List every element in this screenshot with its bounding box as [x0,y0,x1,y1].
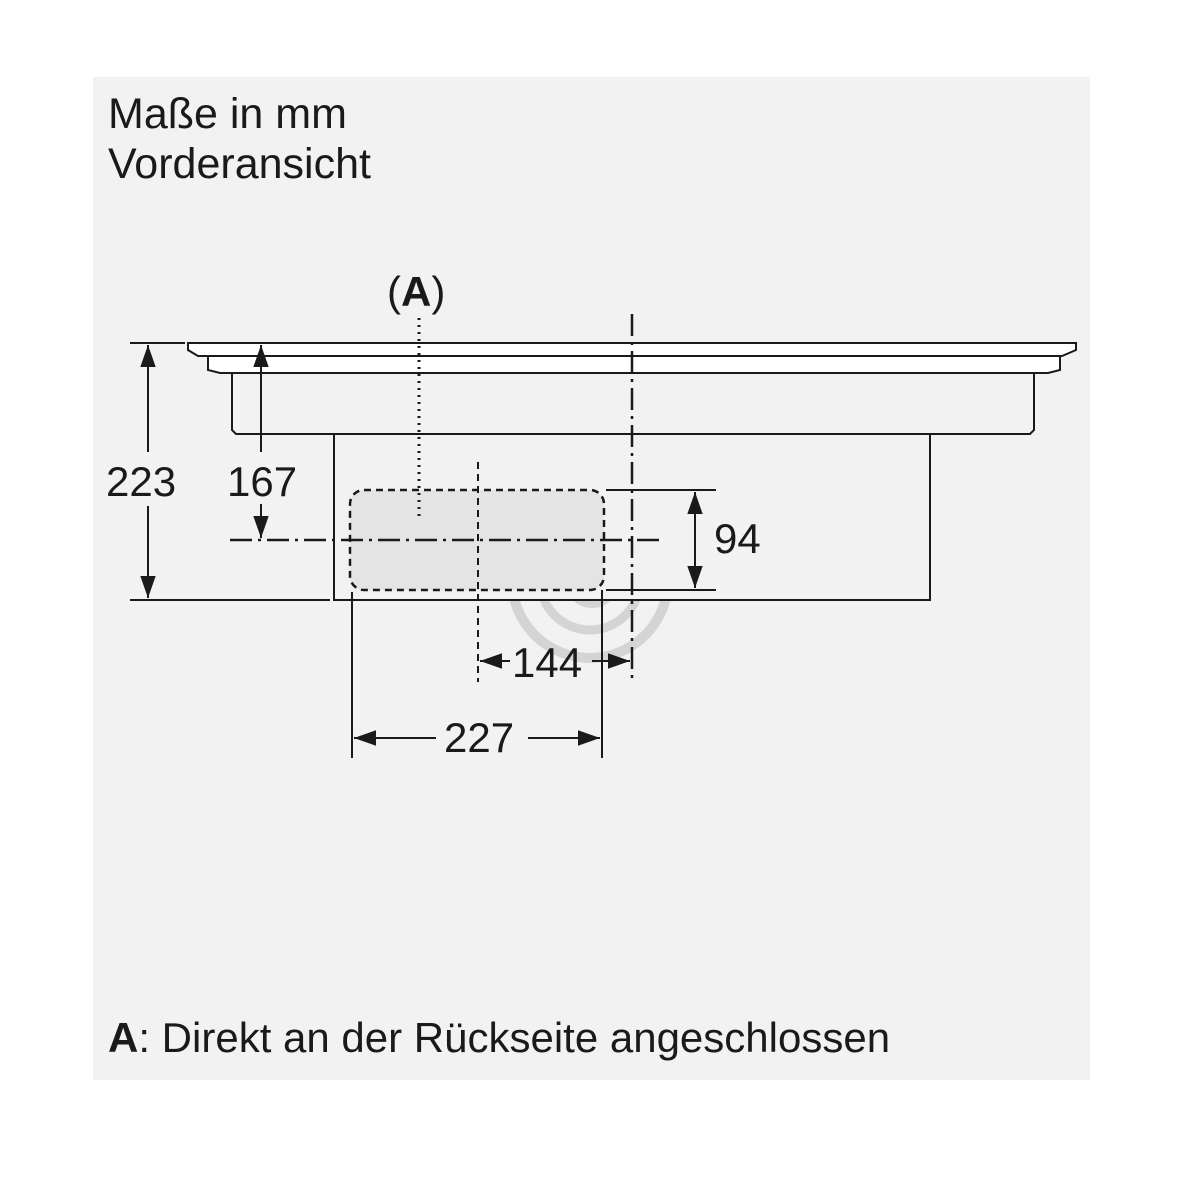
dimension-227-label: 227 [444,714,514,761]
footnote: A: Direkt an der Rückseite angeschlossen [108,1017,890,1059]
dimension-227 [351,592,600,758]
dimension-94 [606,489,716,591]
dimension-167-label: 167 [227,458,297,505]
units-title: Maße in mm [108,90,347,138]
dimension-144-label: 144 [512,639,582,686]
dimension-223 [130,342,330,601]
footnote-text: : Direkt an der Rückseite angeschlossen [138,1014,891,1061]
marker-a-letter: A [401,268,431,315]
marker-a-label: (A) [387,268,445,315]
dimension-223-label: 223 [106,458,176,505]
dimension-144 [480,590,630,758]
hob-glass-top [187,342,1077,357]
marker-a-close: ) [431,268,445,315]
marker-a-open: ( [387,268,401,315]
footnote-letter: A [108,1014,139,1061]
hob-frame [207,355,1061,374]
view-title: Vorderansicht [108,140,371,188]
dimension-94-label: 94 [714,515,761,562]
